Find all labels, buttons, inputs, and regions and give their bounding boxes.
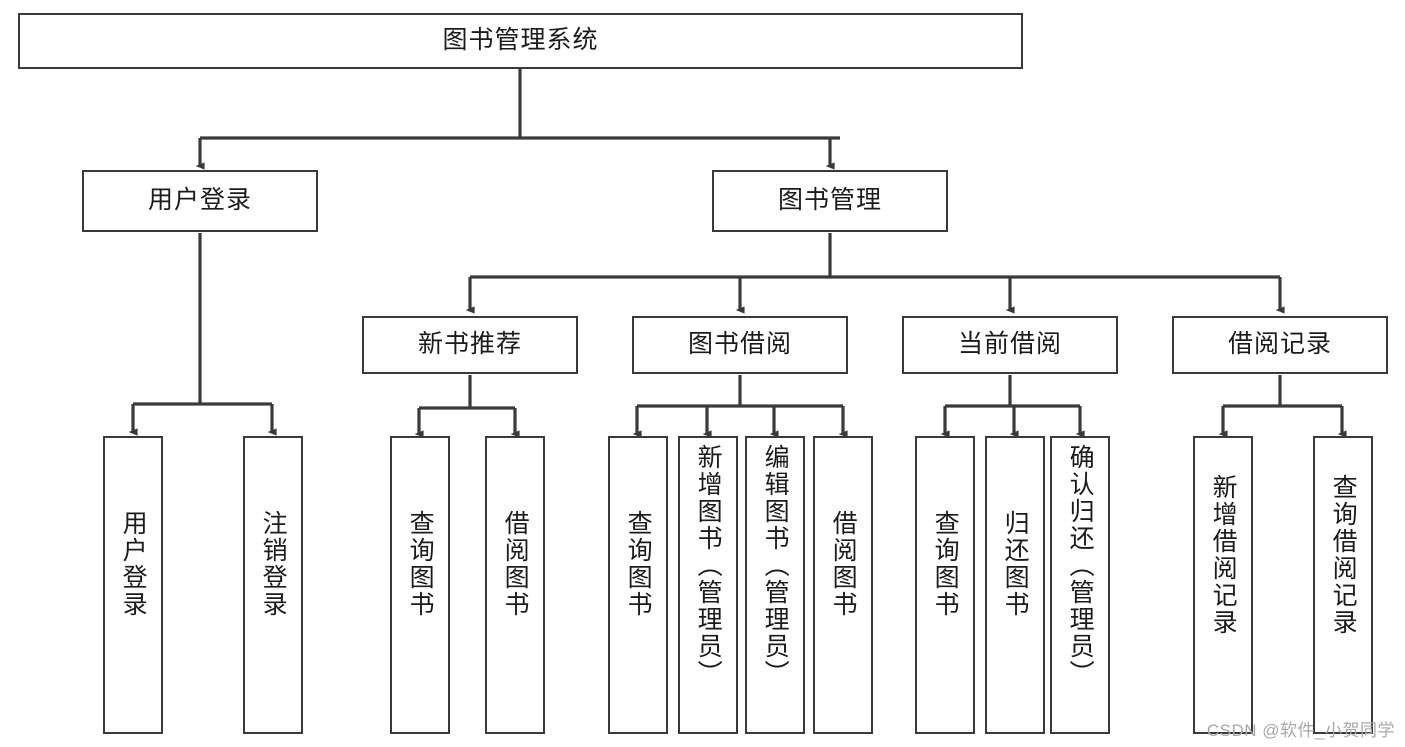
leaf-br-query-record[interactable]: 查询借阅记录: [1313, 436, 1373, 734]
leaf-user-login-label: 用户登录: [119, 510, 148, 618]
leaf-bb-add-book-label: 新增图书（管理员）: [694, 444, 723, 687]
leaf-cb-return-book[interactable]: 归还图书: [985, 436, 1045, 734]
leaf-nb-query-book[interactable]: 查询图书: [390, 436, 450, 734]
node-book-borrow-label: 图书借阅: [687, 330, 792, 359]
node-book-management-label: 图书管理: [777, 186, 882, 215]
leaf-cb-query-book[interactable]: 查询图书: [915, 436, 975, 734]
leaf-cb-query-book-label: 查询图书: [931, 510, 960, 618]
leaf-bb-borrow-book[interactable]: 借阅图书: [813, 436, 873, 734]
node-user-login[interactable]: 用户登录: [82, 170, 318, 232]
leaf-br-add-record[interactable]: 新增借阅记录: [1193, 436, 1253, 734]
node-user-login-label: 用户登录: [147, 186, 252, 215]
leaf-bb-edit-book-label: 编辑图书（管理员）: [761, 444, 790, 687]
node-borrow-records-label: 借阅记录: [1227, 330, 1332, 359]
leaf-cb-return-book-label: 归还图书: [1001, 510, 1030, 618]
leaf-bb-borrow-book-label: 借阅图书: [829, 510, 858, 618]
leaf-bb-add-book[interactable]: 新增图书（管理员）: [678, 436, 738, 734]
leaf-user-login[interactable]: 用户登录: [103, 436, 163, 734]
leaf-nb-borrow-book[interactable]: 借阅图书: [485, 436, 545, 734]
leaf-bb-edit-book[interactable]: 编辑图书（管理员）: [745, 436, 805, 734]
node-current-borrow-label: 当前借阅: [957, 330, 1062, 359]
node-current-borrow[interactable]: 当前借阅: [902, 316, 1118, 374]
leaf-bb-query-book[interactable]: 查询图书: [608, 436, 668, 734]
node-root-label: 图书管理系统: [442, 26, 599, 55]
leaf-cb-confirm-return-label: 确认归还（管理员）: [1066, 444, 1095, 687]
node-new-book-recommend-label: 新书推荐: [417, 330, 522, 359]
leaf-nb-query-book-label: 查询图书: [406, 510, 435, 618]
node-borrow-records[interactable]: 借阅记录: [1172, 316, 1388, 374]
node-new-book-recommend[interactable]: 新书推荐: [362, 316, 578, 374]
leaf-nb-borrow-book-label: 借阅图书: [501, 510, 530, 618]
node-root[interactable]: 图书管理系统: [18, 13, 1023, 69]
leaf-br-query-record-label: 查询借阅记录: [1329, 474, 1358, 636]
leaf-bb-query-book-label: 查询图书: [624, 510, 653, 618]
leaf-logout-label: 注销登录: [259, 510, 288, 618]
leaf-br-add-record-label: 新增借阅记录: [1209, 474, 1238, 636]
leaf-cb-confirm-return[interactable]: 确认归还（管理员）: [1050, 436, 1110, 734]
node-book-management[interactable]: 图书管理: [712, 170, 948, 232]
leaf-logout[interactable]: 注销登录: [243, 436, 303, 734]
node-book-borrow[interactable]: 图书借阅: [632, 316, 848, 374]
